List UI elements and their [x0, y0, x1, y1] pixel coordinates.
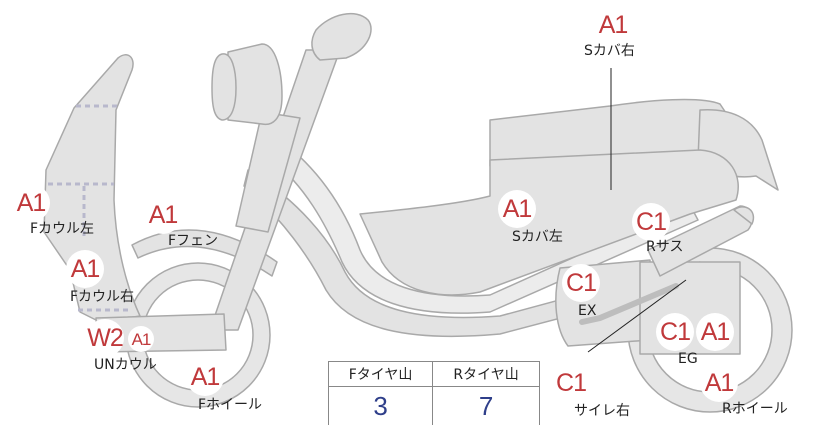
- s-cover-right-label: Sカバ右: [584, 43, 635, 59]
- f-wheel-label: Fホイール: [198, 397, 263, 413]
- eg-c1-badge: C1: [656, 313, 694, 351]
- f-cowl-left-label: Fカウル左: [30, 221, 95, 237]
- r-wheel-badge: A1: [700, 364, 738, 402]
- un-cowl-label: UNカウル: [94, 357, 157, 373]
- s-cover-left-label: Sカバ左: [512, 229, 563, 245]
- handle-grip: [311, 12, 372, 61]
- r-suspension-badge: C1: [632, 203, 670, 241]
- leader-side-cover: [587, 279, 687, 353]
- rear-tire-header: Rタイヤ山: [432, 361, 540, 387]
- s-cover-right-badge: A1: [594, 6, 632, 44]
- rear-shock-cap: [733, 206, 755, 225]
- s-cover-left-badge: A1: [498, 190, 536, 228]
- rear-tire-value: 7: [432, 386, 540, 425]
- un-cowl-a1-badge: A1: [128, 326, 154, 352]
- headlight-lens: [211, 53, 237, 121]
- ex-label: EX: [578, 303, 597, 319]
- f-fender-badge: A1: [144, 196, 182, 234]
- side-body-cover: [359, 149, 739, 296]
- front-tire-header: Fタイヤ山: [327, 361, 434, 387]
- f-cowl-right-label: Fカウル右: [70, 289, 135, 305]
- headlight: [227, 43, 283, 126]
- f-cowl-left-badge: A1: [12, 184, 50, 222]
- eg-label: EG: [678, 351, 698, 367]
- f-wheel-badge: A1: [186, 358, 224, 396]
- ex-badge: C1: [562, 264, 600, 302]
- front-tire-value: 3: [327, 386, 434, 425]
- r-suspension-label: Rサス: [646, 239, 684, 255]
- tire-tread-table: Fタイヤ山 Rタイヤ山 3 7: [327, 361, 540, 425]
- un-cowl-w2-badge: W2: [86, 319, 124, 357]
- steering-column: [235, 111, 301, 233]
- side-cover-right-label: サイレ右: [574, 403, 630, 419]
- f-cowl-right-badge: A1: [66, 250, 104, 288]
- r-wheel-label: Rホイール: [722, 401, 788, 417]
- eg-a1-badge: A1: [696, 313, 734, 351]
- f-fender-label: Fフェン: [168, 233, 219, 249]
- exhaust-pipe: [579, 283, 679, 325]
- side-cover-right-badge: C1: [552, 364, 590, 402]
